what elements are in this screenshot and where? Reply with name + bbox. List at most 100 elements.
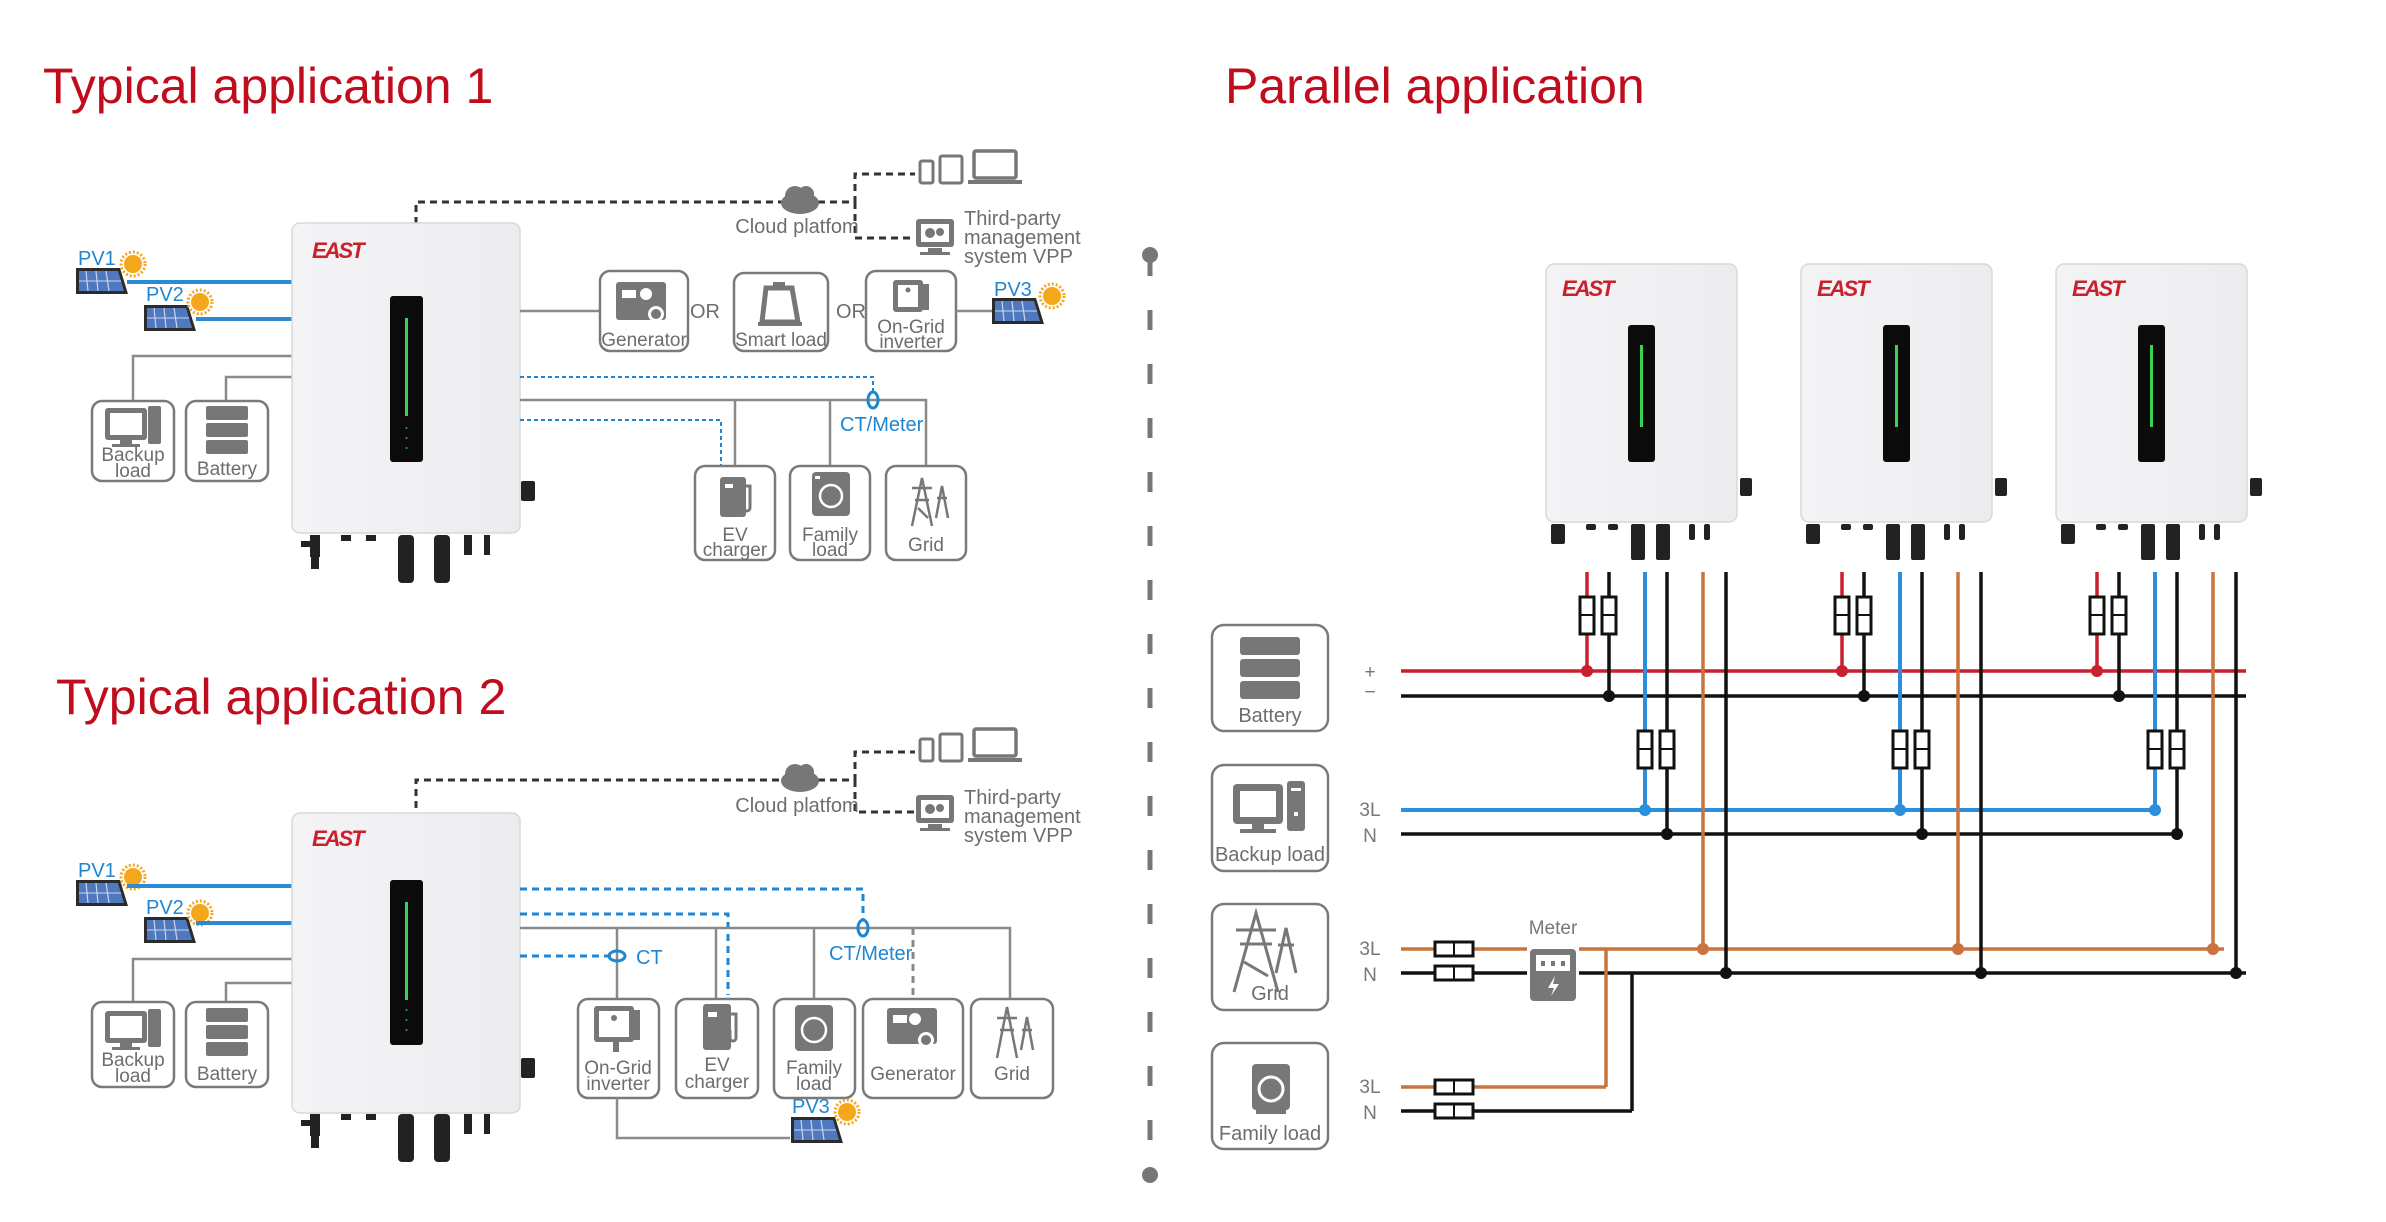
transmission-tower-icon [1232,907,1298,993]
transmission-tower-icon [995,1006,1035,1059]
app1-load-bus [520,398,928,466]
ev-charger-icon [720,477,752,517]
ct-sensor-icon [856,918,870,938]
connector [2214,524,2220,540]
cloud-icon [781,764,819,792]
parallel-inverter-2: EAST [1800,263,2007,560]
app1-ev-label-2: charger [703,540,768,561]
app1-smart-load-label: Smart load [735,330,827,351]
app2-backup-label-1: Backup [101,1050,164,1071]
app2-cloud-branch [818,750,915,814]
transmission-tower-icon [910,477,950,527]
cloud-icon [781,186,819,214]
washing-machine-icon [812,472,850,516]
app1-backup-label-2: load [115,461,151,482]
app1-ev-label-1: EV [722,525,748,546]
junction-dot [1916,828,1928,840]
app2-grid-box [969,997,1055,1100]
led-bar [2150,345,2153,427]
led-bar [1640,345,1643,427]
grid-n-label: N [1363,965,1377,986]
connector [1886,524,1900,560]
junction-dot [1836,665,1848,677]
vpp-monitor-icon [916,795,954,831]
parallel-battery-label: Battery [1238,705,1301,727]
app1-backup-label-1: Backup [101,445,164,466]
sun-icon [119,250,147,278]
parallel-grid-label: Grid [1251,983,1289,1005]
energy-meter-icon [1530,949,1576,1001]
connector [1704,524,1710,540]
brand-logo: EAST [312,826,366,851]
app1-cloud-branch [818,172,915,240]
app1-pv1-panel-icon [75,267,129,295]
app1-family-label-1: Family [802,525,858,546]
on-grid-inverter-icon [594,1006,640,1052]
section-divider [1142,247,1158,1183]
side-port [1740,478,1752,496]
connector [2096,524,2106,530]
connector [2141,524,2155,560]
typical-application-2: Typical application 2 Cloud platfom Thir… [56,669,1081,1162]
app2-cloud-label: Cloud platfom [735,795,858,817]
app1-on-grid-label-1: On-Grid [877,317,945,338]
brand-logo: EAST [312,238,366,263]
parallel-title: Parallel application [1225,58,1645,114]
junction-dot [1720,967,1732,979]
app2-ct-meter-label: CT/Meter [829,943,913,965]
app1-pv2-label: PV2 [146,284,184,306]
battery-icon [206,406,248,454]
app2-ct-label: CT [636,947,663,969]
app2-ev-label-1: EV [704,1055,730,1076]
connector [1689,524,1695,540]
led-bar [405,902,408,1000]
app2-battery-label: Battery [197,1064,258,1085]
junction-dot [2207,943,2219,955]
parallel-inverters: EAST EAST EAST [1545,263,2262,560]
connector [1631,524,1645,560]
app1-ev-comm-line [520,419,722,466]
connector [2118,524,2128,530]
app1-on-grid-label-2: inverter [879,332,943,353]
app2-backup-wire [131,957,292,1002]
app2-on-grid-label-1: On-Grid [584,1058,652,1079]
parallel-inverter-1: EAST [1545,263,1752,560]
computer-icon [105,406,161,447]
app2-inverter: EAST [291,812,535,1162]
app1-cloud-link [414,200,782,224]
or-label: OR [836,301,866,323]
connector [1551,524,1565,544]
brand-logo: EAST [1817,276,1871,301]
battery-negative-label: − [1364,682,1375,703]
connector [2199,524,2205,540]
app2-pv3-label: PV3 [792,1096,830,1118]
app1-vpp-line3: system VPP [964,246,1073,268]
app2-vpp-line3: system VPP [964,825,1073,847]
sun-icon [833,1098,861,1126]
app1-ct-comm-line [520,376,874,392]
typical-application-1: Typical application 1 Cloud platfom Thir… [43,58,1081,583]
connector [1841,524,1851,530]
app2-generator-label: Generator [870,1064,956,1085]
app1-pv1-label: PV1 [78,248,116,270]
ct-sensor-icon [866,390,880,410]
brand-logo: EAST [1562,276,1616,301]
computer-icon [105,1009,161,1050]
app2-pv3-wire [615,1098,790,1140]
app1-battery-wire [224,375,292,401]
parallel-application: Parallel application EAST EAST EAST Batter… [1210,58,2262,1151]
parallel-wiring [1401,572,2246,1120]
app2-grid-label: Grid [994,1064,1030,1085]
app2-pv2-panel-icon [143,916,197,944]
connector [1911,524,1925,560]
ct-sensor-icon [607,949,627,963]
on-grid-inverter-icon [893,280,929,312]
app1-vpp-line2: management [964,227,1081,249]
app2-vpp-line2: management [964,806,1081,828]
brand-logo: EAST [2072,276,2126,301]
app2-ev-label-2: charger [685,1072,750,1093]
app1-smart-load-box [732,271,830,353]
generator-icon [887,1008,937,1048]
connector [1863,524,1873,530]
